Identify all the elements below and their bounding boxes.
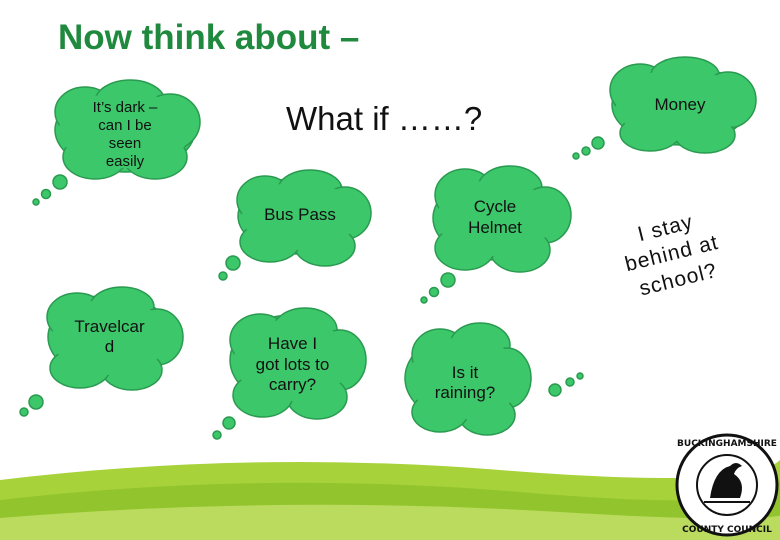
cloud-stay-behind [600,185,750,315]
thought-cloud-shape [404,322,584,436]
cloud-dark-text: It’s dark – can I be seen easily [92,99,158,170]
page-title: Now think about – [58,18,360,57]
cloud-money: Money [570,55,770,165]
svg-text:COUNTY COUNCIL: COUNTY COUNCIL [682,525,772,535]
thought-cloud-shape [604,189,746,311]
cloud-money-text: Money [654,94,706,114]
cloud-bus-pass: Bus Pass [215,168,380,293]
cloud-dark: It’s dark – can I be seen easily [30,72,220,207]
cloud-raining: Is it raining? [395,320,595,440]
footer-swoosh [0,460,780,540]
thought-cloud-shape [212,307,367,440]
cloud-carry: Have I got lots to carry? [205,305,375,445]
thought-cloud-shape [218,169,372,281]
thought-cloud-shape [19,286,184,417]
cloud-carry-text: Have I got lots to carry? [255,334,330,395]
thought-cloud-shape [572,56,757,160]
cloud-travelcard-text: Travelcar d [74,316,145,356]
cloud-raining-text: Is it raining? [434,362,496,402]
svg-text:BUCKINGHAMSHIRE: BUCKINGHAMSHIRE [677,439,777,449]
cloud-cycle-helmet-text: Cycle Helmet [468,197,522,237]
cloud-cycle-helmet: Cycle Helmet [410,160,575,305]
subtitle: What if ……? [286,100,483,137]
cloud-travelcard: Travelcar d [12,282,187,422]
council-logo: BUCKINGHAMSHIRE COUNTY COUNCIL [675,433,779,537]
thought-cloud-shape [32,79,201,206]
cloud-bus-pass-text: Bus Pass [264,205,336,225]
thought-cloud-shape [420,165,572,304]
